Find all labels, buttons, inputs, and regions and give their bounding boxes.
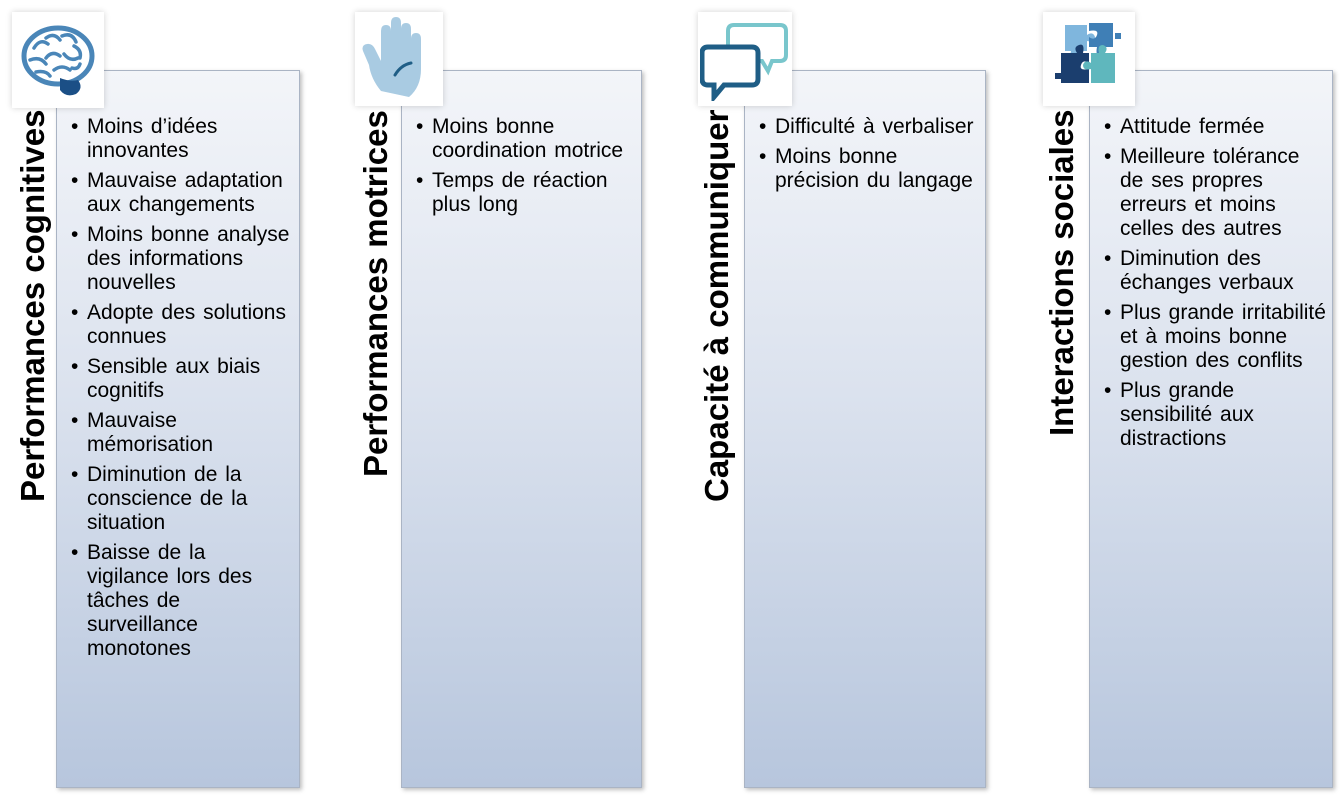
- effects-list: • Moins bonne coordination motrice • Temps…: [416, 115, 635, 223]
- column-interactions-sociales: Interactions sociales • Attitude fermée •…: [1035, 0, 1335, 802]
- bullet-icon: •: [416, 115, 424, 138]
- list-item: • Meilleure tolérance de ses propres erre…: [1104, 145, 1326, 241]
- speech-bubbles-icon-box: [698, 12, 792, 106]
- item-text: Moins bonne analyse des informations nou…: [87, 223, 290, 294]
- item-text: Mauvaise mémorisation: [87, 409, 214, 456]
- puzzle-icon: [1055, 23, 1121, 83]
- list-item: • Mauvaise mémorisation: [71, 409, 293, 457]
- item-text: Sensible aux biais cognitifs: [87, 355, 261, 402]
- item-text: Moins bonne coordination motrice: [432, 115, 624, 162]
- social-effects-card: • Attitude fermée • Meilleure tolérance de…: [1089, 70, 1333, 788]
- bullet-icon: •: [71, 463, 79, 486]
- list-item: • Sensible aux biais cognitifs: [71, 355, 293, 403]
- list-item: • Mauvaise adaptation aux changements: [71, 169, 293, 217]
- category-title: Interactions sociales: [1043, 110, 1080, 437]
- column-performances-motrices: Performances motrices • Moins bonne coord…: [345, 0, 645, 802]
- bullet-icon: •: [71, 169, 79, 192]
- list-item: • Difficulté à verbaliser: [759, 115, 979, 139]
- item-text: Temps de réaction plus long: [432, 169, 608, 216]
- motor-effects-card: • Moins bonne coordination motrice • Temps…: [401, 70, 642, 788]
- item-text: Baisse de la vigilance lors des tâches d…: [87, 541, 253, 660]
- item-text: Moins d’idées innovantes: [87, 115, 218, 162]
- column-capacite-communiquer: Capacité à communiquer • Difficulté à ver…: [690, 0, 990, 802]
- list-item: • Diminution des échanges verbaux: [1104, 247, 1326, 295]
- category-title: Performances cognitives: [14, 110, 51, 503]
- bullet-icon: •: [759, 145, 767, 168]
- bullet-icon: •: [71, 409, 79, 432]
- bullet-icon: •: [759, 115, 767, 138]
- bullet-icon: •: [1104, 145, 1112, 168]
- list-item: • Diminution de la conscience de la situa…: [71, 463, 293, 535]
- list-item: • Moins d’idées innovantes: [71, 115, 293, 163]
- bullet-icon: •: [1104, 115, 1112, 138]
- column-performances-cognitives: Performances cognitives • Moins d’idées i…: [0, 0, 300, 802]
- category-title: Performances motrices: [357, 110, 394, 477]
- communication-effects-card: • Difficulté à verbaliser • Moins bonne pr…: [744, 70, 986, 788]
- bullet-icon: •: [1104, 247, 1112, 270]
- list-item: • Adopte des solutions connues: [71, 301, 293, 349]
- list-item: • Plus grande sensibilité aux distraction…: [1104, 379, 1326, 451]
- item-text: Meilleure tolérance de ses propres erreu…: [1120, 145, 1300, 240]
- brain-icon-box: [12, 12, 104, 108]
- item-text: Diminution de la conscience de la situat…: [87, 463, 248, 534]
- hand-icon: [362, 17, 421, 97]
- list-item: • Moins bonne analyse des informations no…: [71, 223, 293, 295]
- puzzle-icon-box: [1043, 12, 1135, 106]
- list-item: • Moins bonne coordination motrice: [416, 115, 635, 163]
- effects-list: • Attitude fermée • Meilleure tolérance de…: [1104, 115, 1326, 457]
- bullet-icon: •: [71, 355, 79, 378]
- list-item: • Moins bonne précision du langage: [759, 145, 979, 193]
- effects-list: • Moins d’idées innovantes • Mauvaise adap…: [71, 115, 293, 667]
- bullet-icon: •: [71, 301, 79, 324]
- item-text: Mauvaise adaptation aux changements: [87, 169, 283, 216]
- item-text: Attitude fermée: [1120, 115, 1265, 138]
- list-item: • Baisse de la vigilance lors des tâches …: [71, 541, 293, 661]
- bullet-icon: •: [1104, 379, 1112, 402]
- effects-list: • Difficulté à verbaliser • Moins bonne pr…: [759, 115, 979, 199]
- item-text: Moins bonne précision du langage: [775, 145, 973, 192]
- speech-bubbles-icon: [700, 23, 788, 101]
- item-text: Adopte des solutions connues: [87, 301, 286, 348]
- brain-icon: [21, 25, 95, 96]
- bullet-icon: •: [416, 169, 424, 192]
- hand-icon-box: [355, 12, 443, 106]
- category-title: Capacité à communiquer: [698, 110, 735, 503]
- item-text: Diminution des échanges verbaux: [1120, 247, 1294, 294]
- list-item: • Plus grande irritabilité et à moins bon…: [1104, 301, 1326, 373]
- item-text: Plus grande sensibilité aux distractions: [1120, 379, 1254, 450]
- bullet-icon: •: [71, 115, 79, 138]
- bullet-icon: •: [71, 223, 79, 246]
- item-text: Difficulté à verbaliser: [775, 115, 974, 138]
- bullet-icon: •: [1104, 301, 1112, 324]
- list-item: • Temps de réaction plus long: [416, 169, 635, 217]
- bullet-icon: •: [71, 541, 79, 564]
- list-item: • Attitude fermée: [1104, 115, 1326, 139]
- cognitive-effects-card: • Moins d’idées innovantes • Mauvaise adap…: [56, 70, 300, 788]
- item-text: Plus grande irritabilité et à moins bonn…: [1120, 301, 1326, 372]
